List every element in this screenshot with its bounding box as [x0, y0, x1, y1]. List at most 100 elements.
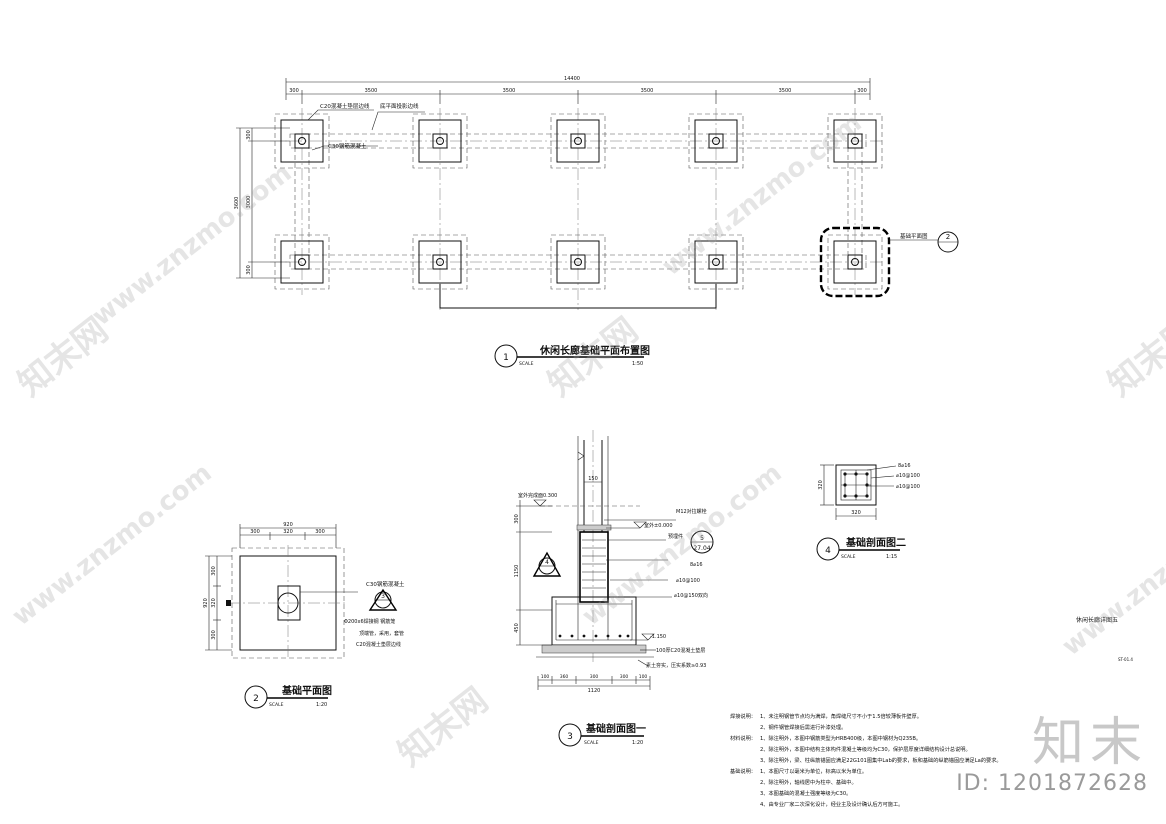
foundation-section-one: 150 室外完成面0.300 300 1150 450 4: [514, 430, 714, 747]
section-detail-ref: 5: [700, 535, 704, 542]
section-label-embed: 预埋件: [668, 533, 683, 540]
section-label-stir1: ⌀10@100: [676, 578, 700, 584]
side-note: 休闲长廊详图五: [1076, 616, 1118, 624]
brand-id: ID: 1201872628: [956, 771, 1148, 796]
plan-scale-label: SCALE: [519, 361, 534, 367]
plan-left-outer-dim: 3600: [234, 197, 240, 210]
plan-title-number: 1: [503, 353, 509, 363]
plan2-top-total: 920: [283, 522, 293, 528]
plan2-label-2: Φ200x6焊接钢 钢筋笼: [344, 618, 395, 625]
notes-base-4: 4、由专业厂家二次深化设计，经业主及设计确认后方可施工。: [760, 800, 903, 808]
plan-title: 休闲长廊基础平面布置图: [539, 344, 650, 357]
notes-base-3: 3、本图基础的混凝土强度等级为C30。: [760, 789, 851, 797]
plan2-cut-number: 3: [381, 593, 385, 600]
plan-ref-label: 基础平面图: [900, 232, 928, 240]
plan-label-base: 底平面投影边线: [380, 102, 419, 110]
plan-dim-2: 3500: [365, 88, 378, 94]
section-bottom-dim-3: 300: [590, 674, 599, 680]
section-label-stir2: ⌀10@150双向: [674, 592, 708, 599]
plan2-left-dim-3: 300: [211, 630, 217, 640]
plan-dim-5: 3500: [779, 88, 792, 94]
section-detail-sheet: 27.04: [693, 545, 710, 552]
section-label-elev: -1.150: [650, 634, 666, 640]
foundation-layout-plan: 14400 300 3500 3500 3500 3500 300 3600 3…: [234, 76, 959, 368]
section-title-number: 3: [567, 732, 573, 742]
section-scale: 1:20: [632, 740, 643, 746]
section2-title-circle: [816, 537, 840, 561]
notes-weld-2: 2、钢件钢管焊接后需进行补漆处理。: [760, 723, 846, 731]
plan2-left-total: 920: [203, 598, 209, 608]
section2-title: 基础剖面图二: [845, 536, 906, 549]
notes-base-1: 1、本图尺寸以毫米为单位，标高以米为单位。: [760, 767, 867, 775]
plan-left-dim-2: 3000: [246, 196, 252, 209]
footing-row-bottom: [274, 234, 883, 290]
general-notes: 焊接说明： 1、未注明钢管节点均为满焊，角焊缝尺寸不小于1.5倍较薄板件壁厚。 …: [730, 712, 1002, 808]
section-label-bolt: M12对拉螺栓: [676, 508, 707, 515]
notes-weld-head: 焊接说明：: [730, 712, 756, 720]
plan-dim-3: 3500: [503, 88, 516, 94]
plan-scale: 1:50: [632, 361, 643, 367]
notes-mat-1: 1、除注明外，本图中钢筋类型为HRB400级，本图中钢材为Q235B。: [760, 734, 921, 742]
notes-mat-3: 3、除注明外，梁、柱纵筋锚固应满足22G101图集中Lab的要求，板和基础的纵筋…: [760, 756, 1002, 764]
plan-label-c30: C30钢筋混凝土: [328, 142, 367, 150]
plan2-top-dim-3: 300: [315, 529, 325, 535]
notes-base-head: 基础说明：: [730, 767, 756, 775]
section-bottom-dim-5: 100: [639, 674, 648, 680]
notes-mat-head: 材料说明：: [730, 734, 756, 742]
section-left-dim-1: 300: [514, 514, 520, 524]
foundation-section-two: 320 320 8⌀16 ⌀10@100 ⌀10@100 4 基础剖面图二 SC…: [816, 463, 920, 561]
plan-dim-4: 3500: [641, 88, 654, 94]
plan2-top-dim-2: 320: [283, 529, 293, 535]
section-title: 基础剖面图一: [585, 722, 646, 735]
section-label-zero: 室外±0.000: [644, 522, 673, 529]
section2-stir2: ⌀10@100: [896, 484, 920, 490]
plan2-title-number: 2: [253, 694, 259, 704]
section2-scale: 1:15: [886, 554, 897, 560]
section-label-bar1: 8⌀16: [690, 562, 703, 568]
plan-title-circle: [494, 344, 518, 368]
plan-label-c20: C20混凝土垫层边线: [320, 102, 370, 110]
plan2-label-3: 顶端管，采用，套管: [359, 630, 404, 637]
section2-dim-bottom: 320: [851, 510, 861, 516]
notes-weld-1: 1、未注明钢管节点均为满焊，角焊缝尺寸不小于1.5倍较薄板件壁厚。: [760, 712, 922, 720]
plan-dim-1: 300: [289, 88, 299, 94]
section-left-dim-2: 1150: [514, 565, 520, 578]
plan2-top-dim-1: 300: [250, 529, 260, 535]
sheet-code: ST-01.4: [1118, 657, 1133, 662]
plan2-label-1: C30钢筋混凝土: [366, 580, 405, 588]
plan2-left-dim-1: 300: [211, 566, 217, 576]
notes-base-2: 2、除注明外，轴线居中为柱中、基础中。: [760, 778, 857, 786]
plan-dim-6: 300: [857, 88, 867, 94]
plan2-scale: 1:20: [316, 702, 327, 708]
plan2-title: 基础平面图: [281, 684, 332, 697]
section2-stir1: ⌀10@100: [896, 473, 920, 479]
foundation-plan-detail: 920 300 320 300 920 300 320 300 C30钢筋混凝土…: [203, 522, 405, 709]
plan-left-dim-1: 300: [246, 130, 252, 140]
brand-mark: 知末 ID: 1201872628: [956, 715, 1148, 796]
footing-row-top: [274, 113, 883, 169]
plan2-scale-label: SCALE: [269, 702, 284, 708]
section-cut-number: 4: [545, 559, 549, 566]
section-label-soil: 素土夯实，压实系数≥0.93: [646, 662, 706, 669]
plan-total-dim: 14400: [564, 76, 580, 82]
section-bottom-dim-2: 360: [560, 674, 569, 680]
highlight-footing-outline: [819, 226, 891, 298]
section2-title-number: 4: [825, 546, 831, 556]
plan-ref-number: 2: [946, 233, 950, 241]
plan2-title-circle: [244, 685, 268, 709]
section-top-dim: 150: [588, 476, 598, 482]
section-title-circle: [558, 723, 582, 747]
section-left-dim-3: 450: [514, 623, 520, 633]
section2-scale-label: SCALE: [841, 554, 856, 560]
plan2-label-4: C20混凝土垫层边线: [356, 641, 401, 648]
plan-left-dim-3: 300: [246, 265, 252, 275]
plan2-left-dim-2: 320: [211, 598, 217, 608]
notes-mat-2: 2、除注明外，本图中结构主体构件混凝土等级均为C30，保护层厚度详细结构设计总说…: [760, 745, 971, 753]
section2-bar: 8⌀16: [898, 463, 911, 469]
section-label-top-elev: 室外完成面0.300: [518, 492, 557, 499]
section-bottom-dim-1: 100: [541, 674, 550, 680]
section-bottom-total: 1120: [588, 688, 601, 694]
section-label-cushion: 100厚C20混凝土垫层: [656, 647, 705, 654]
section-bottom-dim-4: 300: [620, 674, 629, 680]
